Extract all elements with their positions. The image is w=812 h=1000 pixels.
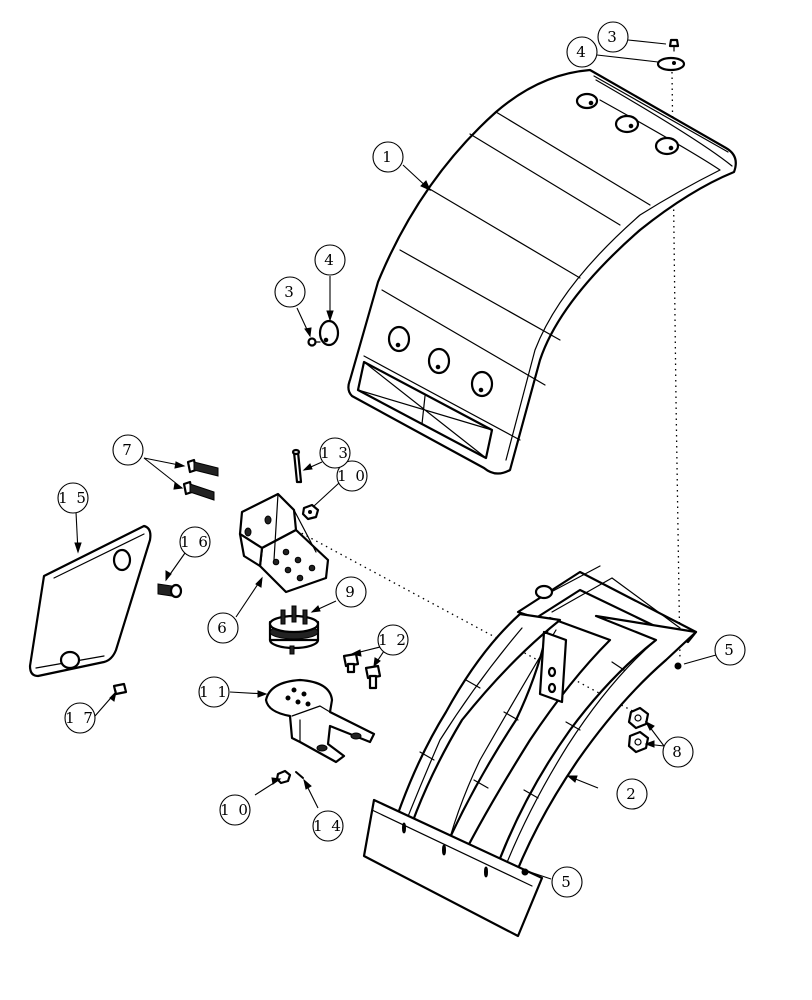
callout-8-label: 8 bbox=[672, 743, 684, 761]
part-10-nut-upper bbox=[301, 503, 320, 521]
callout-14-label: 1 4 bbox=[313, 817, 343, 835]
part-7-bolts bbox=[182, 458, 219, 501]
callout-15: 1 5 bbox=[57, 482, 89, 514]
part-15-side-panel bbox=[28, 524, 152, 678]
callout-5-lower-label: 5 bbox=[561, 873, 573, 891]
callout-4-top-label: 4 bbox=[576, 43, 588, 61]
part-10-nut-lower bbox=[275, 769, 292, 785]
callout-5-upper-label: 5 bbox=[724, 641, 736, 659]
alignment-lines bbox=[291, 71, 681, 716]
part-4-cap-top bbox=[656, 56, 686, 72]
callout-6-label: 6 bbox=[217, 619, 229, 637]
callout-17-label: 1 7 bbox=[65, 709, 95, 727]
callout-11: 1 1 bbox=[198, 676, 230, 708]
callout-12: 1 2 bbox=[377, 624, 409, 656]
callout-17: 1 7 bbox=[64, 702, 96, 734]
callout-13-label: 1 3 bbox=[320, 444, 350, 462]
callout-4-left-label: 4 bbox=[324, 251, 336, 269]
part-2-fender-bracket-frame bbox=[362, 565, 698, 938]
callout-7-label: 7 bbox=[122, 441, 134, 459]
callout-4-left: 4 bbox=[314, 244, 346, 276]
part-12-bolts bbox=[342, 652, 382, 690]
callout-8: 8 bbox=[662, 736, 694, 768]
callout-3-top-label: 3 bbox=[607, 28, 619, 46]
callout-1-label: 1 bbox=[382, 148, 394, 166]
part-5-rivet-lower bbox=[521, 868, 529, 876]
part-3-screw-left bbox=[307, 337, 321, 347]
callout-14: 1 4 bbox=[312, 810, 344, 842]
callout-11-label: 1 1 bbox=[199, 683, 229, 701]
callout-10-lower: 1 0 bbox=[219, 794, 251, 826]
part-1-upper-fender bbox=[347, 68, 737, 475]
part-13-pin bbox=[291, 448, 303, 484]
part-17-bolt bbox=[112, 682, 128, 696]
callout-6: 6 bbox=[207, 612, 239, 644]
callout-9-label: 9 bbox=[345, 583, 357, 601]
callout-3-left-label: 3 bbox=[284, 283, 296, 301]
callout-2-label: 2 bbox=[626, 785, 638, 803]
part-16-screw bbox=[157, 583, 183, 599]
callout-16-label: 1 6 bbox=[180, 533, 210, 551]
part-14-cotter-pin bbox=[295, 771, 304, 779]
callout-5-lower: 5 bbox=[551, 866, 583, 898]
callout-5-upper: 5 bbox=[714, 634, 746, 666]
callout-10-upper-label: 1 0 bbox=[337, 467, 367, 485]
callout-2: 2 bbox=[616, 778, 648, 810]
leader-lines bbox=[74, 39, 717, 880]
callout-1: 1 bbox=[372, 141, 404, 173]
callout-4-top: 4 bbox=[566, 36, 598, 68]
callout-16: 1 6 bbox=[179, 526, 211, 558]
part-6-mounting-bracket bbox=[238, 492, 330, 594]
callout-15-label: 1 5 bbox=[58, 489, 88, 507]
part-4-cap-left bbox=[318, 319, 340, 347]
callout-13: 1 3 bbox=[319, 437, 351, 469]
callout-7: 7 bbox=[112, 434, 144, 466]
callout-12-label: 1 2 bbox=[378, 631, 408, 649]
callout-10-upper: 1 0 bbox=[336, 460, 368, 492]
callout-9: 9 bbox=[335, 576, 367, 608]
callout-3-left: 3 bbox=[274, 276, 306, 308]
callout-3-top: 3 bbox=[597, 21, 629, 53]
part-5-rivet-upper bbox=[674, 662, 682, 670]
part-11-bracket-plate bbox=[264, 678, 376, 764]
part-3-screw-top bbox=[668, 38, 680, 52]
part-8-nuts bbox=[627, 706, 650, 754]
callout-10-lower-label: 1 0 bbox=[220, 801, 250, 819]
part-9-damper-mount bbox=[268, 605, 320, 655]
